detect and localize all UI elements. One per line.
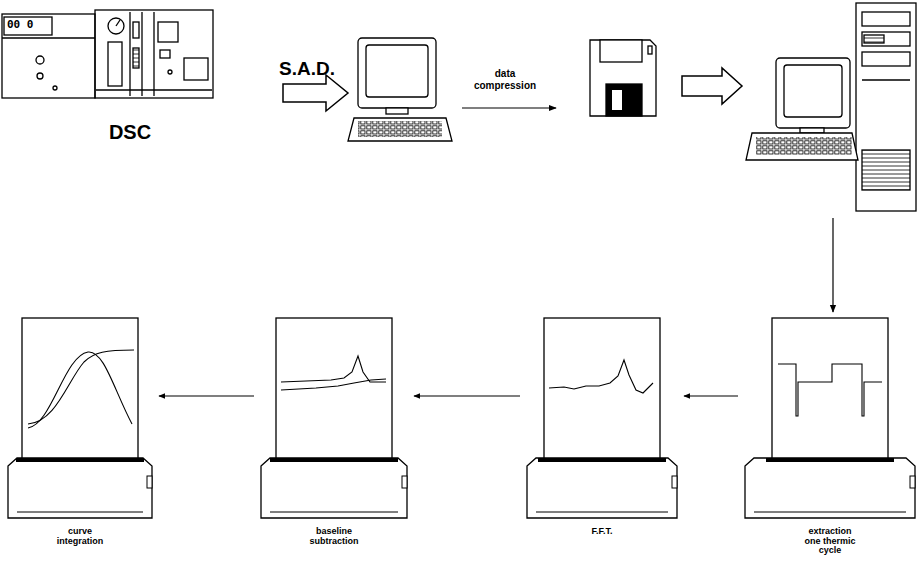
instrument-label: DSC bbox=[100, 120, 160, 144]
printer-node: extraction one thermic cycle bbox=[742, 316, 918, 556]
flow-arrow bbox=[832, 218, 833, 312]
printer-node: baseline subtraction bbox=[258, 316, 410, 546]
printer-node: curve integration bbox=[5, 316, 155, 546]
computer bbox=[348, 38, 452, 141]
step-caption: extraction one thermic cycle bbox=[804, 527, 856, 556]
printer-node: F.F.T. bbox=[524, 316, 680, 537]
arrow-label: data compression bbox=[466, 68, 544, 91]
display-readout: 00 0 bbox=[7, 19, 51, 32]
step-caption: curve integration bbox=[47, 527, 113, 546]
flow-arrow bbox=[684, 395, 738, 396]
workstation bbox=[746, 3, 916, 211]
printer-drawing bbox=[524, 316, 680, 522]
transfer-arrow bbox=[462, 107, 556, 108]
flow-arrow bbox=[414, 395, 520, 396]
printer-drawing bbox=[258, 316, 410, 522]
arrow-label: S.A.D. bbox=[279, 58, 359, 80]
flow-arrow bbox=[159, 395, 254, 396]
step-caption: F.F.T. bbox=[567, 527, 637, 537]
hollow-arrow bbox=[283, 75, 348, 111]
hollow-arrow bbox=[682, 68, 742, 104]
floppy-disk bbox=[590, 40, 656, 116]
dsc-instrument bbox=[2, 10, 213, 98]
step-caption: baseline subtraction bbox=[301, 527, 367, 546]
printer-drawing bbox=[5, 316, 155, 522]
printer-drawing bbox=[742, 316, 918, 522]
